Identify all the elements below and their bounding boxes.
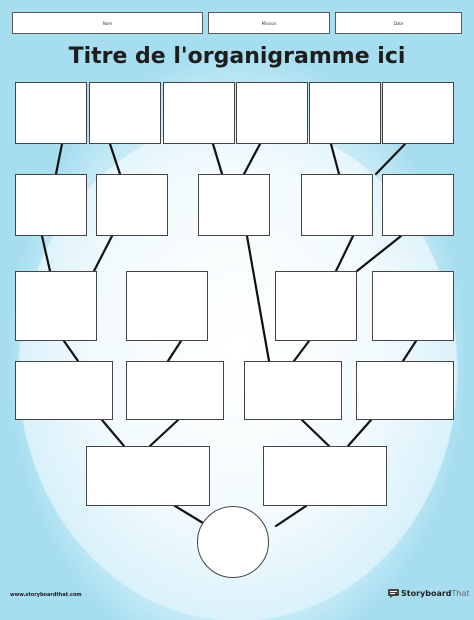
org-box[interactable] [301, 174, 373, 236]
org-box[interactable] [126, 271, 208, 341]
connector-line [401, 339, 418, 363]
connector-line [274, 504, 308, 528]
date-field[interactable]: Date [335, 12, 462, 34]
connector-line [300, 418, 331, 448]
connector-line [148, 418, 180, 448]
connector-line [245, 234, 271, 363]
org-box[interactable] [244, 361, 342, 420]
org-box[interactable] [275, 271, 357, 341]
connector-line [62, 339, 80, 363]
org-box[interactable] [382, 174, 454, 236]
connector-line [355, 234, 403, 273]
connector-line [292, 339, 311, 363]
connector-line [374, 142, 407, 176]
connector-line [40, 234, 52, 273]
brand-name-secondary: That [451, 588, 470, 598]
chart-title[interactable]: Titre de l'organigramme ici [68, 44, 406, 69]
org-box[interactable] [372, 271, 454, 341]
org-box[interactable] [15, 361, 113, 420]
name-field[interactable]: Nom [12, 12, 203, 34]
storyboard-logo-icon [388, 588, 399, 598]
org-box[interactable] [263, 446, 387, 506]
connector-line [108, 142, 122, 176]
org-box[interactable] [96, 174, 168, 236]
mission-field[interactable]: Mission [208, 12, 330, 34]
connector-line [329, 142, 341, 176]
org-box[interactable] [309, 82, 381, 144]
connector-line [242, 142, 262, 176]
date-field-label: Date [393, 21, 404, 26]
connector-line [92, 234, 114, 273]
brand-name: StoryboardThat [401, 589, 470, 598]
org-box[interactable] [163, 82, 235, 144]
footer-url: www.storyboardthat.com [10, 592, 82, 598]
connector-line [100, 418, 126, 448]
mission-field-label: Mission [261, 21, 277, 26]
brand-name-primary: Storyboard [401, 588, 452, 598]
org-box[interactable] [356, 361, 454, 420]
storyboardthat-logo: StoryboardThat [388, 587, 470, 599]
org-box[interactable] [236, 82, 308, 144]
connector-line [211, 142, 224, 176]
org-box[interactable] [382, 82, 454, 144]
connector-line [54, 142, 64, 176]
connector-line [334, 234, 355, 273]
connector-line [166, 339, 183, 363]
name-field-label: Nom [102, 21, 113, 26]
org-box[interactable] [126, 361, 224, 420]
root-circle[interactable] [197, 506, 269, 578]
org-box[interactable] [89, 82, 161, 144]
org-box[interactable] [198, 174, 270, 236]
org-box[interactable] [15, 82, 87, 144]
org-box[interactable] [15, 174, 87, 236]
org-box[interactable] [15, 271, 97, 341]
org-box[interactable] [86, 446, 210, 506]
connector-line [346, 418, 373, 448]
